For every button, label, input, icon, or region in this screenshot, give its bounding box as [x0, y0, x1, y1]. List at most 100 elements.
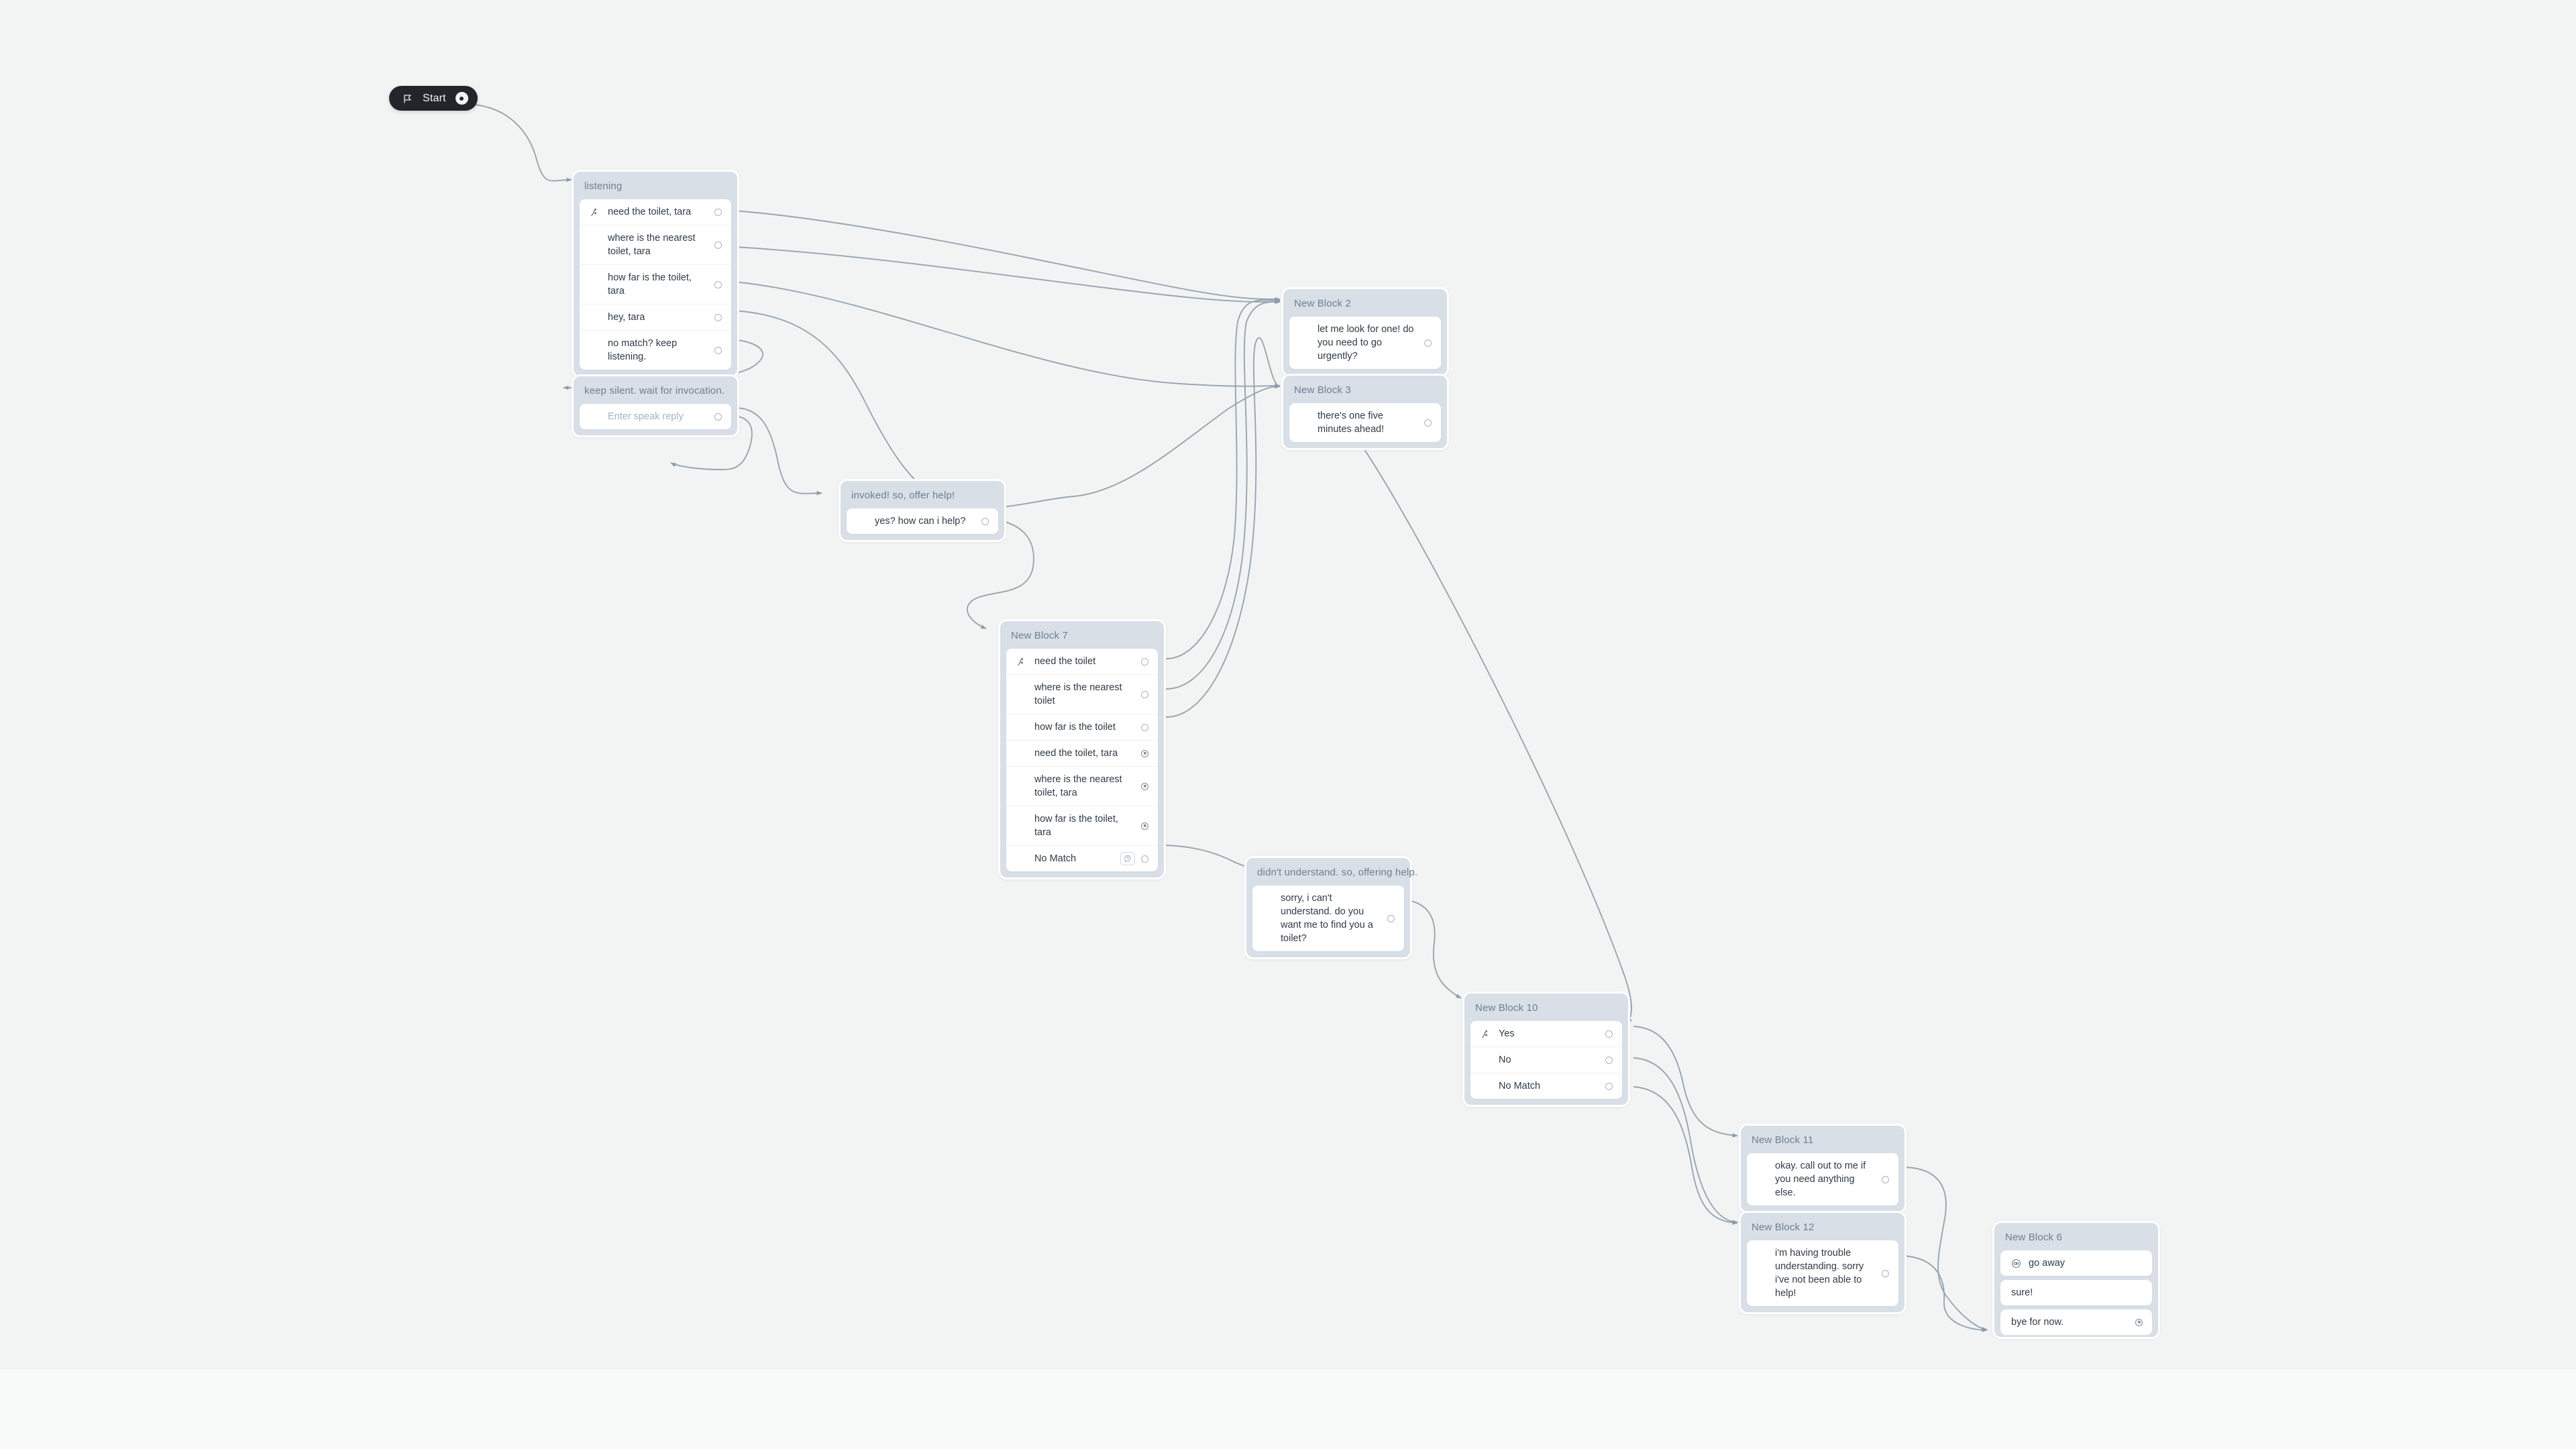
output-port[interactable] [714, 241, 722, 249]
output-port[interactable] [1882, 1269, 1889, 1277]
output-port[interactable] [714, 208, 722, 216]
output-port[interactable] [1141, 723, 1148, 731]
row-new-block-2-0[interactable]: let me look for one! do you need to go u… [1289, 317, 1441, 369]
row-new-block-7-6[interactable]: No Match [1006, 845, 1158, 871]
block-body: sorry, i can't understand. do you want m… [1252, 885, 1404, 951]
block-new-block-6[interactable]: New Block 6 go away sure! bye for now. [1992, 1221, 2160, 1339]
row-new-block-7-5[interactable]: how far is the toilet, tara [1006, 806, 1158, 845]
row-label: bye for now. [2011, 1317, 2064, 1328]
row-label: hey, tara [608, 312, 645, 323]
row-new-block-7-1[interactable]: where is the nearest toilet [1006, 674, 1158, 714]
row-listening-0[interactable]: need the toilet, tara [580, 199, 731, 225]
block-body: go away sure! bye for now. [2000, 1250, 2152, 1335]
output-port[interactable] [714, 413, 722, 421]
row-label: how far is the toilet, tara [608, 272, 692, 297]
block-new-block-2[interactable]: New Block 2 let me look for one! do you … [1281, 287, 1449, 377]
row-listening-1[interactable]: where is the nearest toilet, tara [580, 225, 731, 264]
output-port[interactable] [1141, 782, 1148, 790]
block-new-block-12[interactable]: New Block 12 i'm having trouble understa… [1739, 1211, 1907, 1314]
block-title: listening [584, 180, 623, 192]
block-body: there's one five minutes ahead! [1289, 403, 1441, 442]
row-new-block-7-3[interactable]: need the toilet, tara [1006, 740, 1158, 766]
question-icon[interactable] [1120, 852, 1135, 865]
row-listening-2[interactable]: how far is the toilet, tara [580, 264, 731, 304]
fork-icon [590, 207, 608, 217]
row-didnt-understand-0[interactable]: sorry, i can't understand. do you want m… [1252, 885, 1404, 951]
output-port[interactable] [1141, 690, 1148, 698]
row-new-block-7-2[interactable]: how far is the toilet [1006, 714, 1158, 740]
row-listening-3[interactable]: hey, tara [580, 304, 731, 330]
block-title: New Block 3 [1294, 384, 1352, 396]
row-new-block-6-2[interactable]: bye for now. [2000, 1309, 2152, 1335]
block-new-block-7[interactable]: New Block 7 need the toilet where is the… [998, 619, 1166, 879]
row-label: how far is the toilet [1034, 722, 1116, 733]
row-new-block-7-4[interactable]: where is the nearest toilet, tara [1006, 766, 1158, 806]
block-title: New Block 12 [1752, 1222, 1815, 1233]
output-port[interactable] [1424, 339, 1432, 347]
row-new-block-7-0[interactable]: need the toilet [1006, 649, 1158, 674]
output-port[interactable] [1141, 657, 1148, 665]
block-didnt-understand[interactable]: didn't understand. so, offering help. so… [1244, 856, 1418, 959]
output-port[interactable] [1424, 419, 1432, 427]
row-label: go away [2029, 1258, 2065, 1269]
block-title: didn't understand. so, offering help. [1257, 867, 1418, 878]
output-port[interactable] [2135, 1318, 2143, 1326]
block-title: New Block 6 [2005, 1232, 2063, 1243]
row-new-block-10-0[interactable]: Yes [1470, 1021, 1622, 1046]
row-label: sure! [2011, 1287, 2033, 1298]
row-new-block-3-0[interactable]: there's one five minutes ahead! [1289, 403, 1441, 442]
mic-icon [2011, 1258, 2029, 1269]
row-label: okay. call out to me if you need anythin… [1775, 1161, 1866, 1198]
row-keep-silent-0[interactable]: Enter speak reply [580, 404, 731, 429]
fork-icon [1017, 657, 1034, 666]
block-body: need the toilet, tara where is the neare… [580, 199, 731, 370]
start-node[interactable]: Start [389, 86, 478, 111]
block-new-block-10[interactable]: New Block 10 Yes No No Match [1462, 991, 1630, 1107]
row-new-block-6-1[interactable]: sure! [2000, 1280, 2152, 1305]
row-new-block-10-1[interactable]: No [1470, 1046, 1622, 1073]
block-keep-silent[interactable]: keep silent. wait for invocation. Enter … [572, 374, 739, 437]
block-new-block-3[interactable]: New Block 3 there's one five minutes ahe… [1281, 374, 1449, 450]
bottom-bar [0, 1368, 2576, 1449]
row-label: Yes [1499, 1028, 1515, 1039]
row-invoked-0[interactable]: yes? how can i help? [847, 508, 998, 534]
row-label: sorry, i can't understand. do you want m… [1281, 893, 1373, 944]
block-title: invoked! so, offer help! [851, 490, 955, 501]
output-port[interactable] [714, 346, 722, 354]
fork-icon [1481, 1029, 1499, 1038]
output-port[interactable] [1387, 914, 1395, 922]
row-label: how far is the toilet, tara [1034, 814, 1118, 838]
output-port[interactable] [1141, 822, 1148, 830]
output-port[interactable] [1141, 855, 1148, 863]
output-port[interactable] [714, 313, 722, 321]
row-label: No Match [1499, 1081, 1541, 1091]
output-port[interactable] [1141, 749, 1148, 757]
output-port[interactable] [1882, 1175, 1889, 1183]
row-label: No [1499, 1055, 1511, 1065]
row-label: where is the nearest toilet, tara [608, 233, 696, 257]
output-port[interactable] [1605, 1030, 1613, 1038]
block-invoked[interactable]: invoked! so, offer help! yes? how can i … [839, 479, 1006, 542]
row-new-block-12-0[interactable]: i'm having trouble understanding. sorry … [1747, 1240, 1898, 1306]
output-port[interactable] [1605, 1056, 1613, 1064]
block-new-block-11[interactable]: New Block 11 okay. call out to me if you… [1739, 1124, 1907, 1214]
speak-reply-input[interactable]: Enter speak reply [608, 411, 684, 422]
row-new-block-11-0[interactable]: okay. call out to me if you need anythin… [1747, 1153, 1898, 1205]
row-new-block-10-2[interactable]: No Match [1470, 1073, 1622, 1099]
block-body: need the toilet where is the nearest toi… [1006, 649, 1158, 871]
block-listening[interactable]: listening need the toilet, tara where is… [572, 170, 739, 378]
row-listening-4[interactable]: no match? keep listening. [580, 330, 731, 370]
row-label: need the toilet, tara [608, 207, 692, 217]
output-port[interactable] [1605, 1082, 1613, 1090]
output-port[interactable] [981, 517, 989, 525]
row-label: need the toilet, tara [1034, 748, 1118, 759]
output-port[interactable] [714, 280, 722, 288]
start-label: Start [423, 92, 446, 104]
row-label: No Match [1034, 853, 1077, 864]
row-label: where is the nearest toilet [1034, 682, 1122, 706]
start-output-port[interactable] [455, 92, 468, 105]
block-body: okay. call out to me if you need anythin… [1747, 1153, 1898, 1205]
row-new-block-6-0[interactable]: go away [2000, 1250, 2152, 1276]
